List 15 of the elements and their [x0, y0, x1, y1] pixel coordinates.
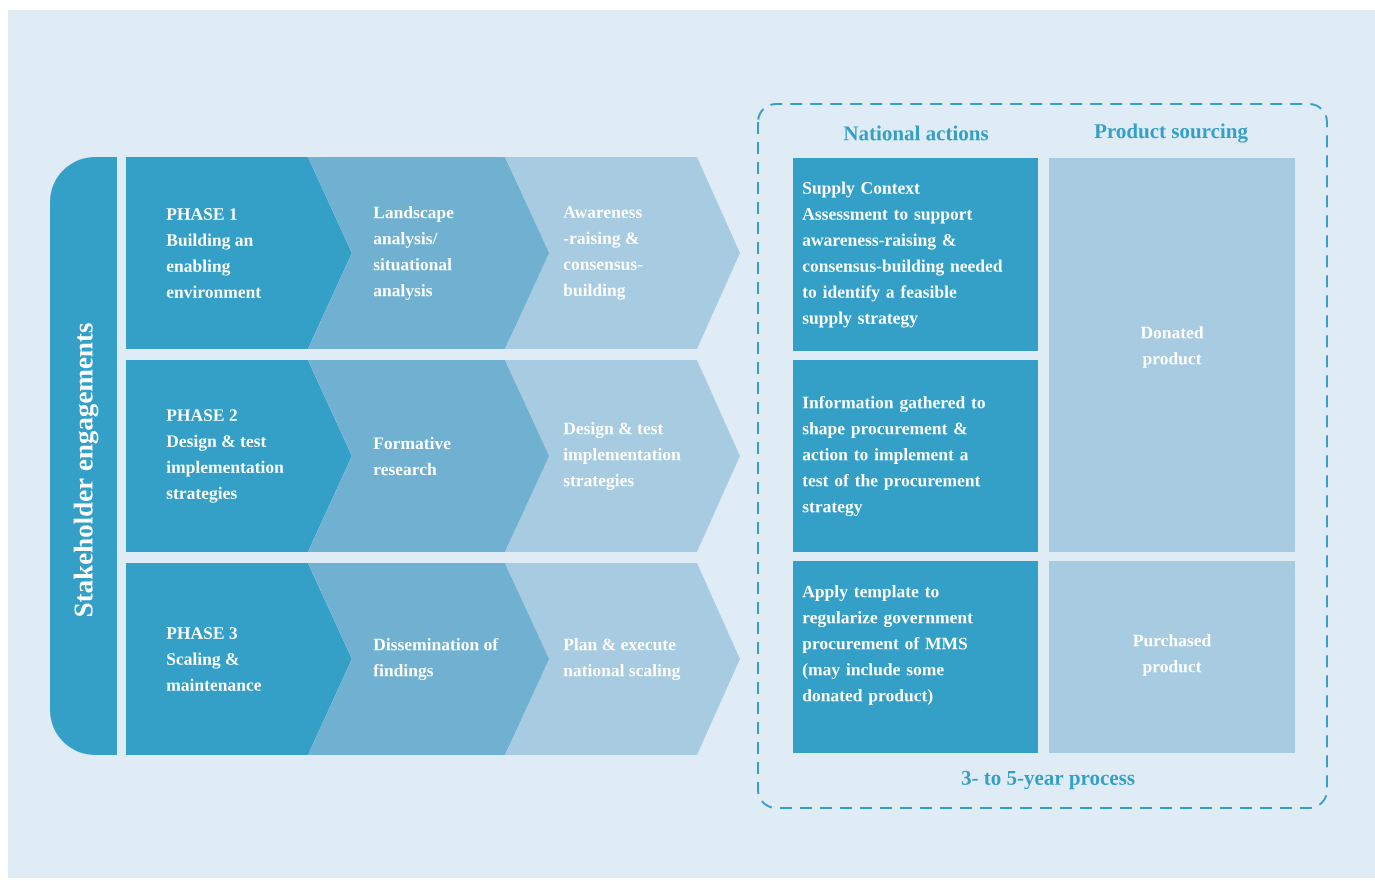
phase-step-panel: Formative research [308, 360, 550, 552]
phase-step-panel: Awareness -raising & consensus-building [505, 157, 740, 349]
text-box: Information gathered to shape procurement & action to implement a test of the procurement strategy [793, 360, 1038, 552]
phase-step-panel: Dissemination of findings [308, 563, 550, 755]
column-heading: National actions [843, 125, 989, 141]
text-box: Supply Context Assessment to support awareness-raising & consensus-building needed to identify a feasible supply strategy [793, 158, 1038, 351]
text-box: Apply template to regularize government procurement of MMS (may include some donated product) [793, 561, 1038, 753]
text-box: Donated product [1049, 158, 1295, 552]
phase-step-panel: Design & test implementation strategies [505, 360, 740, 552]
footer-text: 3- to 5-year process [961, 770, 1135, 790]
text-box: Purchased product [1049, 561, 1295, 753]
phase-step-panel: Landscape analysis/ situational analysis [308, 157, 550, 349]
side-band: Stakeholder engagements [50, 157, 117, 755]
phase-step-panel: Plan & execute national scaling [505, 563, 740, 755]
column-heading: Product sourcing [1094, 123, 1248, 143]
